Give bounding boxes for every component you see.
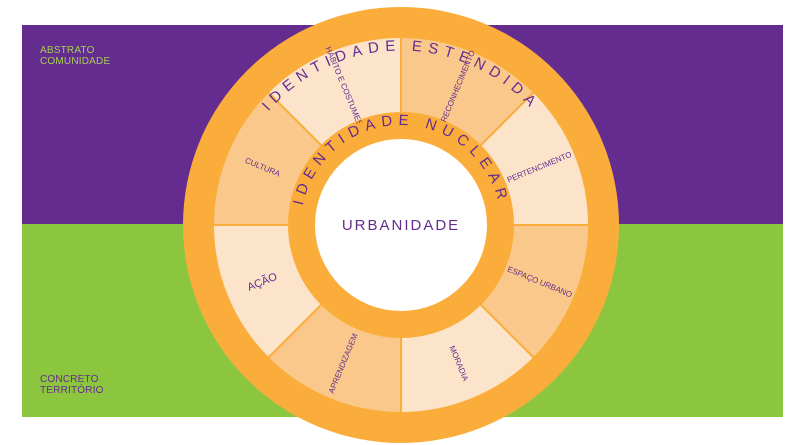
core-circle xyxy=(315,139,487,311)
concrete-territory-label: CONCRETO TERRITÓRIO xyxy=(40,374,104,396)
core-label: URBANIDADE xyxy=(342,217,460,234)
segment-habito-e-costumes xyxy=(266,35,402,148)
abstract-community-label: ABSTRATO COMUNIDADE xyxy=(40,45,111,67)
